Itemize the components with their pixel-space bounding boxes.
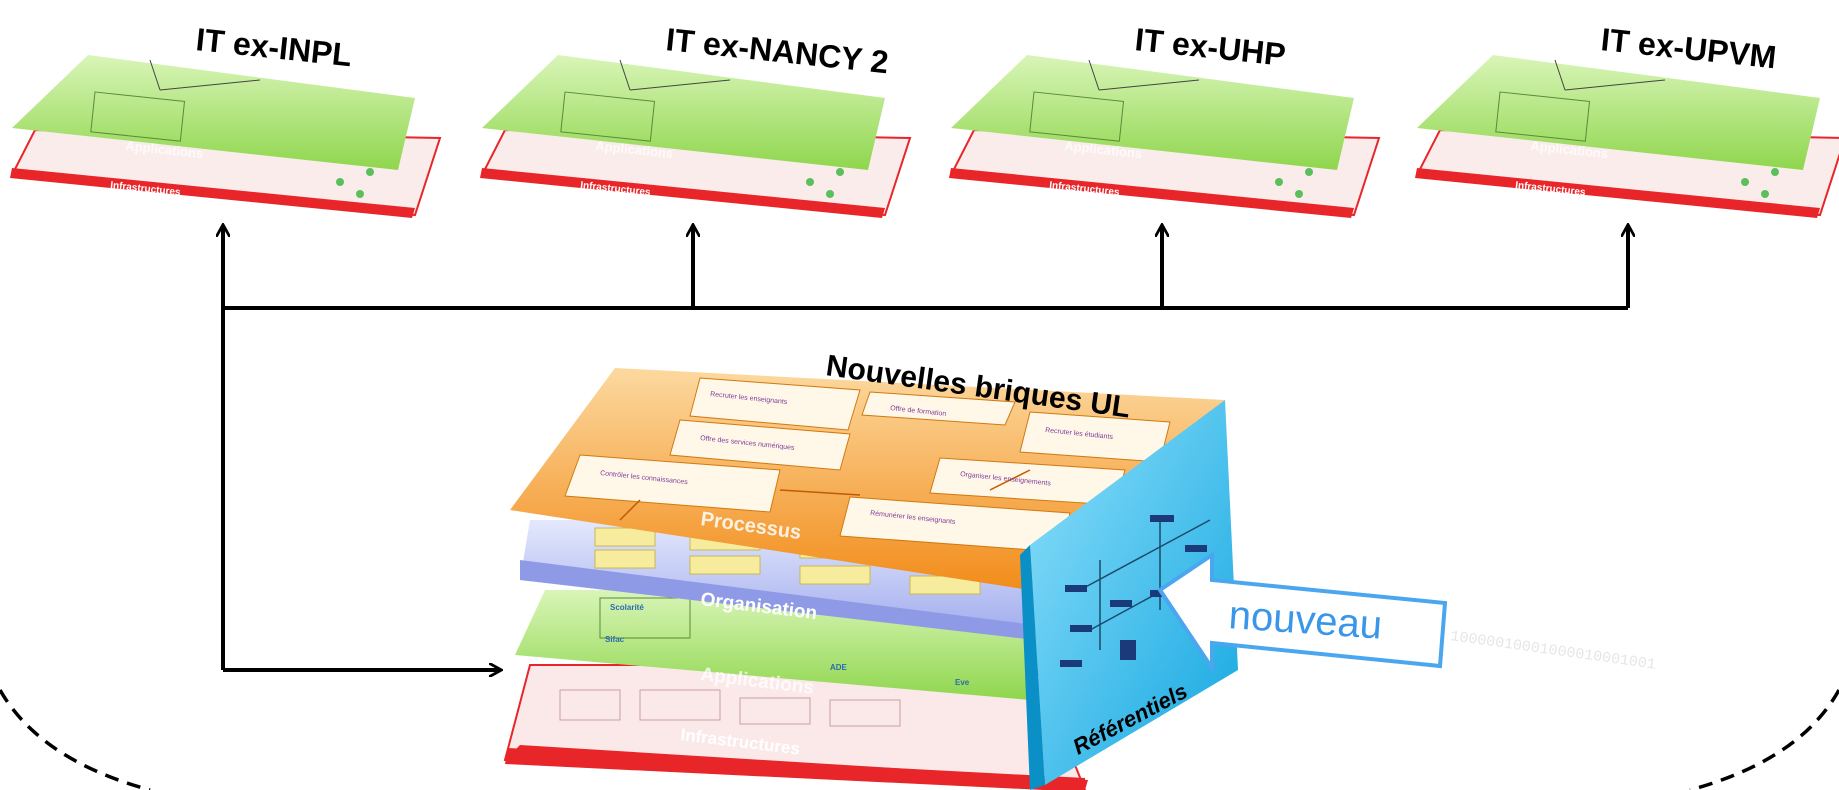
central-infrastructures-layer: Infrastructures <box>503 664 1088 790</box>
connector-lines <box>223 226 1628 670</box>
nouveau-label: nouveau <box>1227 593 1383 648</box>
boundary-dashed-left <box>0 689 151 790</box>
system-title-it-ex-nancy-2: IT ex-NANCY 2 <box>664 21 890 80</box>
system-title-it-ex-upvm: IT ex-UPVM <box>1599 21 1778 75</box>
svg-text:Eve: Eve <box>955 678 970 687</box>
boundary-dashed-right <box>1689 689 1839 790</box>
svg-text:Scolarité: Scolarité <box>610 603 644 612</box>
central-stack: 10000010001000010001001 Infrastructures … <box>503 349 1657 790</box>
system-title-it-ex-uhp: IT ex-UHP <box>1133 21 1287 73</box>
nouveau-callout: nouveau <box>1157 551 1448 675</box>
svg-text:ADE: ADE <box>830 663 848 672</box>
binary-watermark: 10000010001000010001001 <box>1449 628 1656 674</box>
system-title-it-ex-inpl: IT ex-INPL <box>194 21 353 73</box>
svg-text:Sifac: Sifac <box>605 635 625 644</box>
